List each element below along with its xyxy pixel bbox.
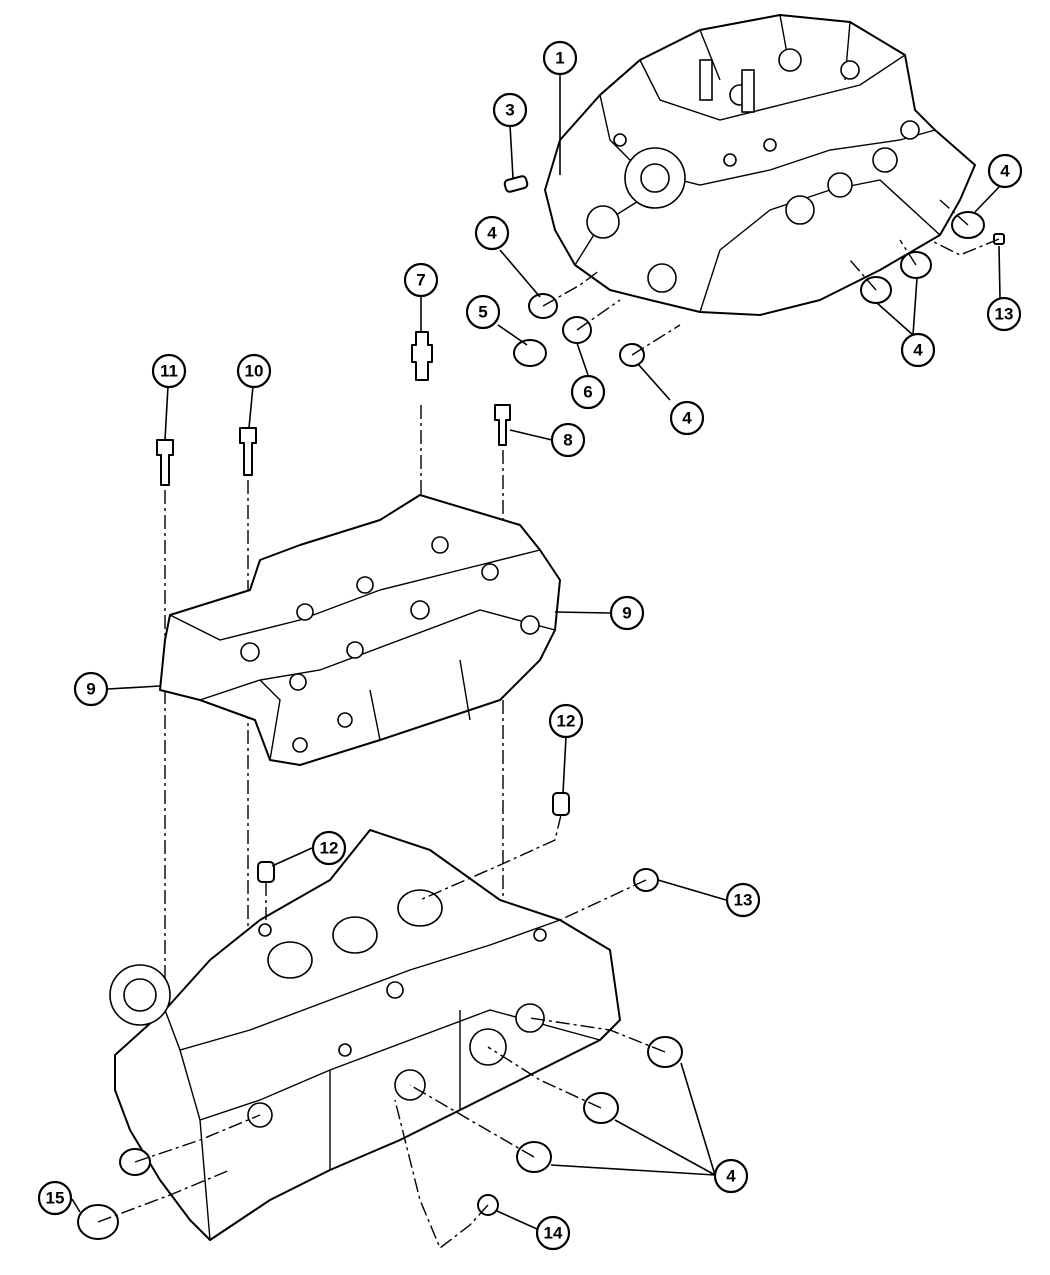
callout-15: 15	[37, 1180, 73, 1216]
leader-lines	[71, 75, 1001, 1230]
callout-label: 3	[505, 101, 514, 120]
callout-8: 8	[550, 422, 586, 458]
callout-4: 4	[474, 215, 510, 251]
callout-5: 5	[465, 294, 501, 330]
bedplate	[159, 494, 561, 766]
callout-label: 6	[583, 383, 592, 402]
callout-4: 4	[987, 153, 1023, 189]
bolt	[239, 427, 257, 476]
callout-label: 4	[682, 409, 692, 428]
callout-label: 4	[726, 1167, 736, 1186]
bolt	[156, 439, 174, 486]
callout-4: 4	[669, 400, 705, 436]
callout-14: 14	[535, 1215, 571, 1251]
callout-3: 3	[492, 92, 528, 128]
callout-11: 11	[151, 353, 187, 389]
callout-label: 14	[544, 1224, 563, 1243]
callout-label: 4	[913, 341, 923, 360]
callout-label: 9	[622, 604, 631, 623]
callout-label: 13	[995, 305, 1014, 324]
callout-label: 1	[555, 49, 564, 68]
callout-label: 7	[416, 271, 425, 290]
dowel-pin	[503, 175, 529, 193]
callout-label: 10	[245, 362, 264, 381]
callouts: 1 3 4 4 4 4 4 5	[37, 40, 1023, 1251]
callout-label: 5	[478, 303, 487, 322]
bolt	[494, 404, 511, 446]
callout-1: 1	[542, 40, 578, 76]
callout-13: 13	[725, 882, 761, 918]
callout-label: 15	[46, 1189, 65, 1208]
lower-block-plugs	[77, 792, 683, 1250]
expansion-plug	[513, 339, 547, 367]
callout-label: 8	[563, 431, 572, 450]
callout-6: 6	[570, 374, 606, 410]
callout-10: 10	[236, 353, 272, 389]
callout-7: 7	[403, 262, 439, 298]
callout-label: 12	[557, 712, 576, 731]
dowel	[552, 792, 570, 816]
bolts	[156, 331, 511, 1000]
callout-label: 9	[86, 680, 95, 699]
upper-block-plugs	[503, 175, 1005, 367]
callout-4: 4	[900, 332, 936, 368]
lower-cylinder-block	[109, 829, 621, 1241]
callout-label: 13	[734, 891, 753, 910]
callout-label: 4	[1000, 162, 1010, 181]
stud	[411, 331, 433, 381]
upper-engine-block	[544, 14, 976, 316]
callout-4: 4	[713, 1158, 749, 1194]
callout-label: 11	[160, 362, 178, 381]
callout-label: 12	[320, 839, 339, 858]
callout-9: 9	[609, 595, 645, 631]
callout-13: 13	[986, 296, 1022, 332]
callout-9: 9	[73, 671, 109, 707]
callout-12: 12	[311, 830, 347, 866]
dowel	[257, 861, 275, 883]
callout-label: 4	[487, 224, 497, 243]
callout-12: 12	[548, 703, 584, 739]
